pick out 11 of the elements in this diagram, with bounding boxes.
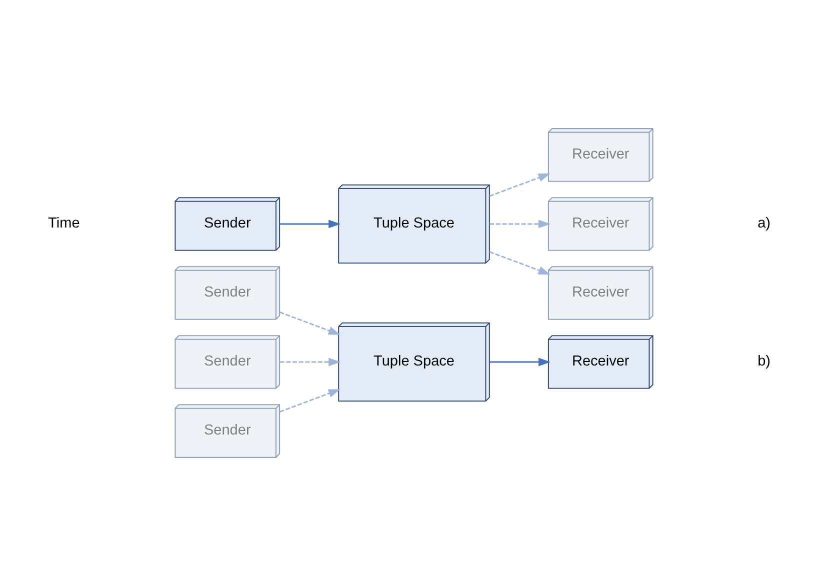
arrow — [280, 220, 341, 228]
arrow — [280, 358, 341, 366]
arrow — [490, 358, 551, 366]
arrow — [489, 251, 550, 275]
arrow — [490, 220, 551, 228]
arrow — [280, 389, 340, 412]
label: a) — [758, 215, 771, 232]
label: b) — [758, 353, 771, 370]
label: Time — [48, 215, 80, 232]
arrow — [489, 173, 550, 197]
arrow — [280, 312, 340, 335]
